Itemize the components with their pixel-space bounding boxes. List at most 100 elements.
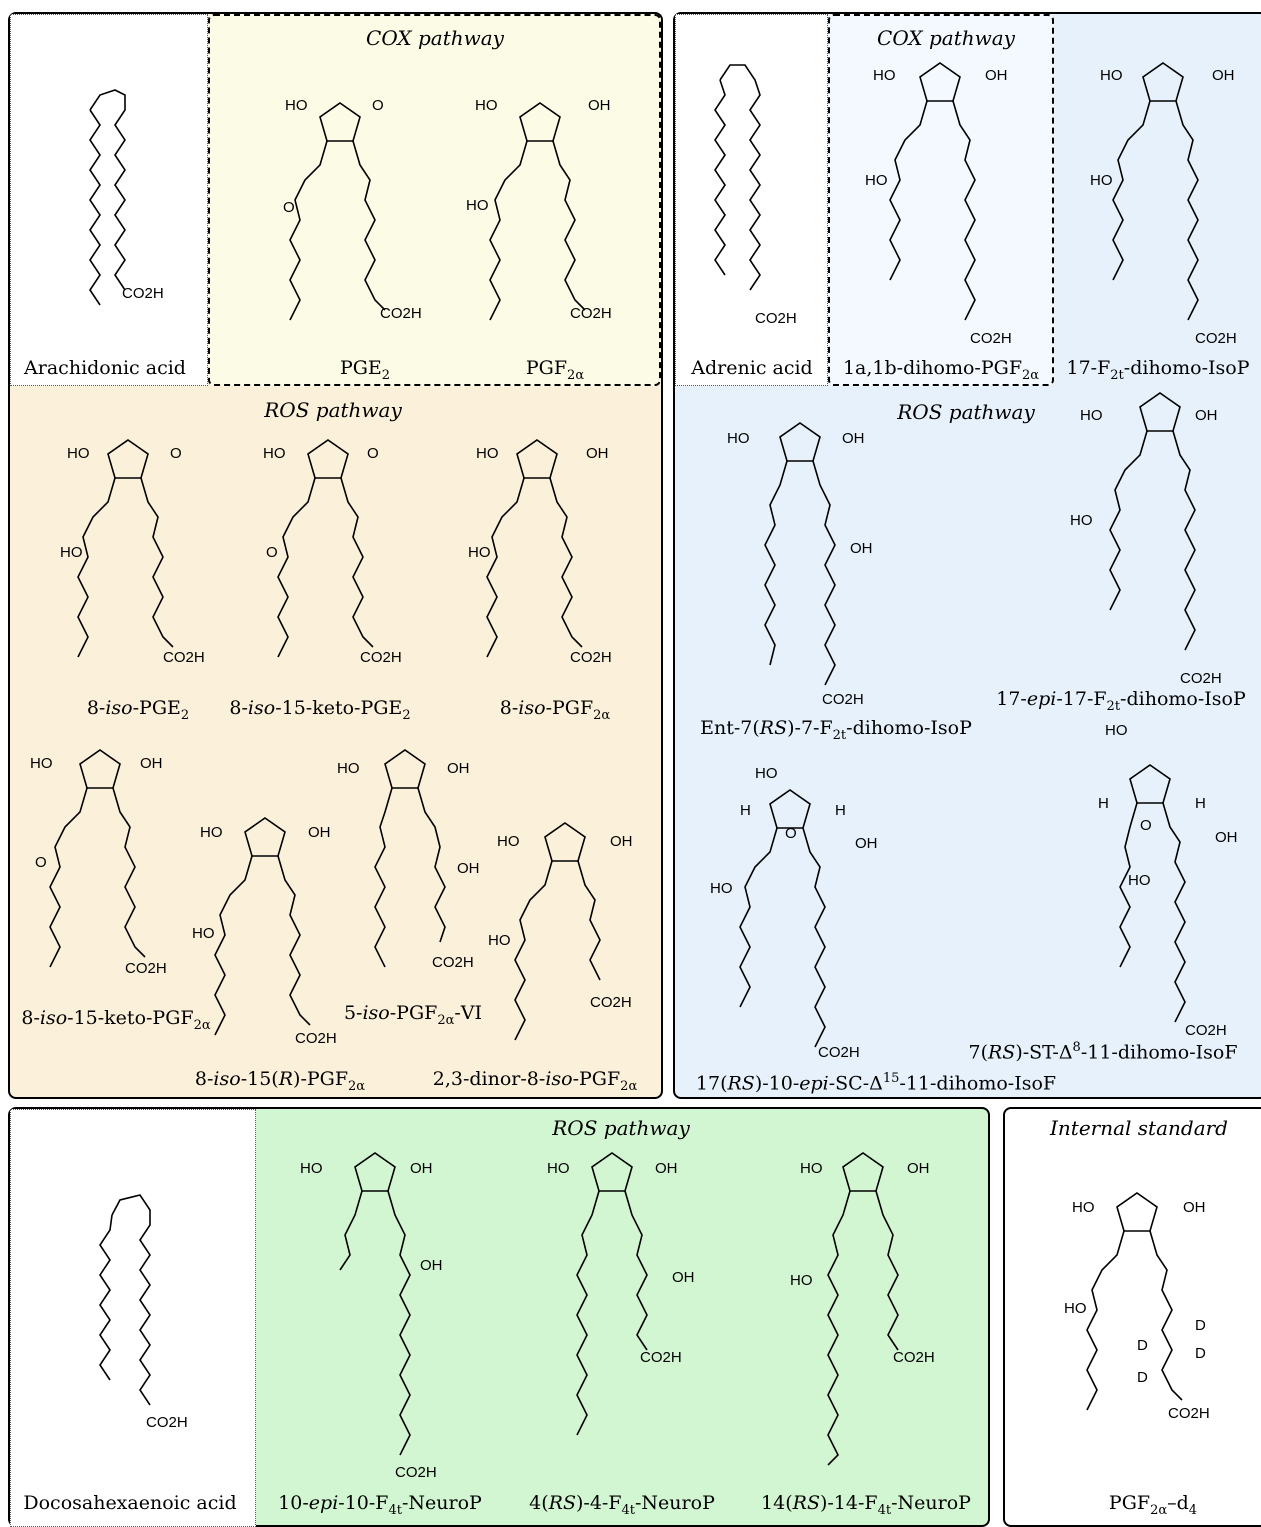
mol-docosahexaenoic-acid [99,1194,151,1406]
svg-text:HO: HO [755,765,778,782]
svg-text:OH: OH [1212,67,1235,84]
compound-pgf2a: PGF2α [525,357,585,383]
precursor-label-adrenic: Adrenic acid [691,357,813,379]
svg-text:O: O [1140,817,1152,834]
svg-text:HO: HO [200,824,223,841]
svg-text:HO: HO [468,544,491,561]
svg-text:HO: HO [300,1160,323,1177]
mol-8-iso-pgf2a [486,439,583,658]
mol-8-iso-15r-pgf2a [214,817,311,1036]
svg-text:HO: HO [337,760,360,777]
mol-pgf2a-d4 [1086,1192,1183,1411]
svg-text:OH: OH [588,97,611,114]
mol-5-iso-pgf2a-vi [374,749,446,968]
svg-text:HO: HO [1070,512,1093,529]
cox-title-adrenic: COX pathway [877,26,1015,50]
compound-1a1b-dihomo-pgf2a: 1a,1b-dihomo-PGF2α [842,357,1040,383]
svg-text:HO: HO [475,97,498,114]
compound-8-iso-15-keto-pge2: 8-iso-15-keto-PGE2 [229,697,411,723]
svg-text:HO: HO [476,445,499,462]
compound-8-iso-pgf2a: 8-iso-PGF2α [499,697,611,723]
svg-text:O: O [372,97,384,114]
mol-pgf2a [489,102,586,321]
svg-text:CO2H: CO2H [395,1464,437,1481]
svg-text:O: O [367,445,379,462]
svg-text:OH: OH [420,1257,443,1274]
compound-17-epi-17-f2t-dihomo-isop: 17-epi-17-F2t-dihomo-IsoP [996,688,1246,714]
svg-text:CO2H: CO2H [360,649,402,666]
svg-text:HO: HO [865,172,888,189]
mol-1a1b-dihomo-pgf2a [889,62,976,321]
svg-text:CO2H: CO2H [970,330,1012,347]
svg-text:D: D [1137,1337,1148,1354]
svg-text:CO2H: CO2H [755,310,797,327]
svg-text:HO: HO [873,67,896,84]
svg-text:D: D [1195,1345,1206,1362]
precursor-label-aa: Arachidonic acid [24,357,186,379]
svg-text:HO: HO [547,1160,570,1177]
precursor-box-dha [10,1109,256,1527]
compound-14rs-14-f4t-neurop: 14(RS)-14-F4t-NeuroP [761,1492,971,1518]
svg-text:OH: OH [855,835,878,852]
svg-text:OH: OH [850,540,873,557]
compound-8-iso-15-keto-pgf2a: 8-iso-15-keto-PGF2α [21,1007,211,1033]
compound-pgf2a-d4: PGF2α–d4 [1108,1492,1198,1518]
svg-text:HO: HO [1072,1199,1095,1216]
svg-text:HO: HO [710,880,733,897]
svg-text:H: H [835,802,846,819]
svg-text:HO: HO [285,97,308,114]
compound-7rs-st-d8-11-dihomo-isof: 7(RS)-ST-Δ8-11-dihomo-IsoF [968,1040,1238,1064]
precursor-label-dha: Docosahexaenoic acid [23,1492,237,1514]
compound-17-f2t-dihomo-isop: 17-F2t-dihomo-IsoP [1066,357,1250,383]
svg-text:HO: HO [30,755,53,772]
svg-text:HO: HO [497,833,520,850]
compound-ent-7rs-7-f2t-dihomo-isop: Ent-7(RS)-7-F2t-dihomo-IsoP [700,717,972,743]
mol-8-iso-15-keto-pge2 [277,439,374,658]
mol-pge2 [289,102,386,321]
svg-text:HO: HO [67,445,90,462]
svg-text:H: H [740,802,751,819]
svg-text:O: O [35,854,47,871]
ros-title-dha: ROS pathway [552,1116,690,1140]
svg-text:OH: OH [447,760,470,777]
svg-text:OH: OH [842,430,865,447]
mol-17rs-10-epi-sc-d15-11-dihomo-isof [739,789,826,1048]
svg-text:HO: HO [800,1160,823,1177]
svg-text:HO: HO [488,932,511,949]
svg-text:CO2H: CO2H [146,1414,188,1431]
mol-ent-7rs-7-f2t-dihomo-isop [764,422,836,686]
mol-14rs-14-f4t-neurop [827,1152,899,1466]
mol-arachidonic-acid [89,89,126,306]
cox-box-adrenic [828,14,1054,386]
mol-8-iso-15-keto-pgf2a [49,749,146,968]
svg-text:HO: HO [1080,407,1103,424]
mol-8-iso-pge2 [77,439,174,658]
compound-8-iso-15r-pgf2a: 8-iso-15(R)-PGF2α [194,1068,366,1094]
svg-text:HO: HO [60,544,83,561]
mol-adrenic-acid [714,64,761,291]
svg-text:HO: HO [263,445,286,462]
precursor-box-arachidonic [10,14,208,386]
svg-text:H: H [1098,795,1109,812]
svg-text:OH: OH [140,755,163,772]
svg-text:CO2H: CO2H [590,994,632,1011]
mol-17-epi-17-f2t-dihomo-isop [1109,392,1196,651]
svg-text:HO: HO [1105,722,1128,739]
svg-text:H: H [1195,795,1206,812]
ros-title-adrenic: ROS pathway [897,400,1035,424]
svg-text:O: O [785,825,797,842]
svg-text:HO: HO [1128,872,1151,889]
svg-text:HO: HO [192,925,215,942]
svg-text:CO2H: CO2H [1185,1022,1227,1039]
svg-text:OH: OH [308,824,331,841]
ros-title-aa: ROS pathway [264,398,402,422]
svg-text:D: D [1137,1369,1148,1386]
svg-text:CO2H: CO2H [1180,670,1222,687]
svg-text:HO: HO [1064,1300,1087,1317]
compound-2-3-dinor-8-iso-pgf2a: 2,3-dinor-8-iso-PGF2α [432,1068,638,1094]
svg-text:OH: OH [457,860,480,877]
svg-text:OH: OH [1183,1199,1206,1216]
svg-text:O: O [283,199,295,216]
svg-text:CO2H: CO2H [1168,1405,1210,1422]
